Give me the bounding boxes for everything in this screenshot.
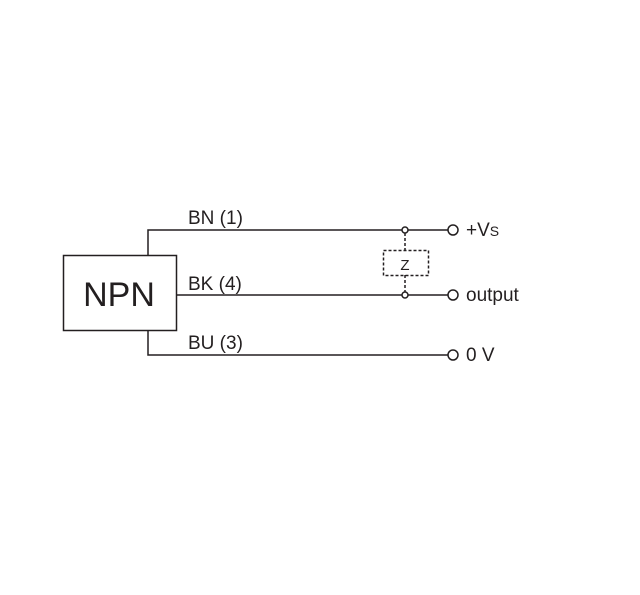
wire-bn-label: BN (1) — [188, 208, 243, 229]
wire-bu — [147, 330, 448, 356]
terminal-output-label: output — [466, 285, 520, 306]
wire-bu-label: BU (3) — [188, 333, 243, 354]
wire-bk-label: BK (4) — [188, 274, 242, 295]
terminal-0v — [447, 349, 459, 361]
terminal-0v-label: 0 V — [466, 345, 495, 366]
npn-label: NPN — [83, 276, 155, 314]
load-z-label: Z — [400, 257, 409, 274]
npn-device-box — [62, 254, 178, 332]
terminal-output — [447, 289, 459, 301]
load-z-box — [382, 249, 430, 277]
wire-bn — [147, 229, 448, 255]
terminal-vs — [447, 224, 459, 236]
terminal-vs-label: +VS — [466, 220, 499, 241]
node-bk — [401, 291, 409, 299]
node-bn — [401, 226, 409, 234]
